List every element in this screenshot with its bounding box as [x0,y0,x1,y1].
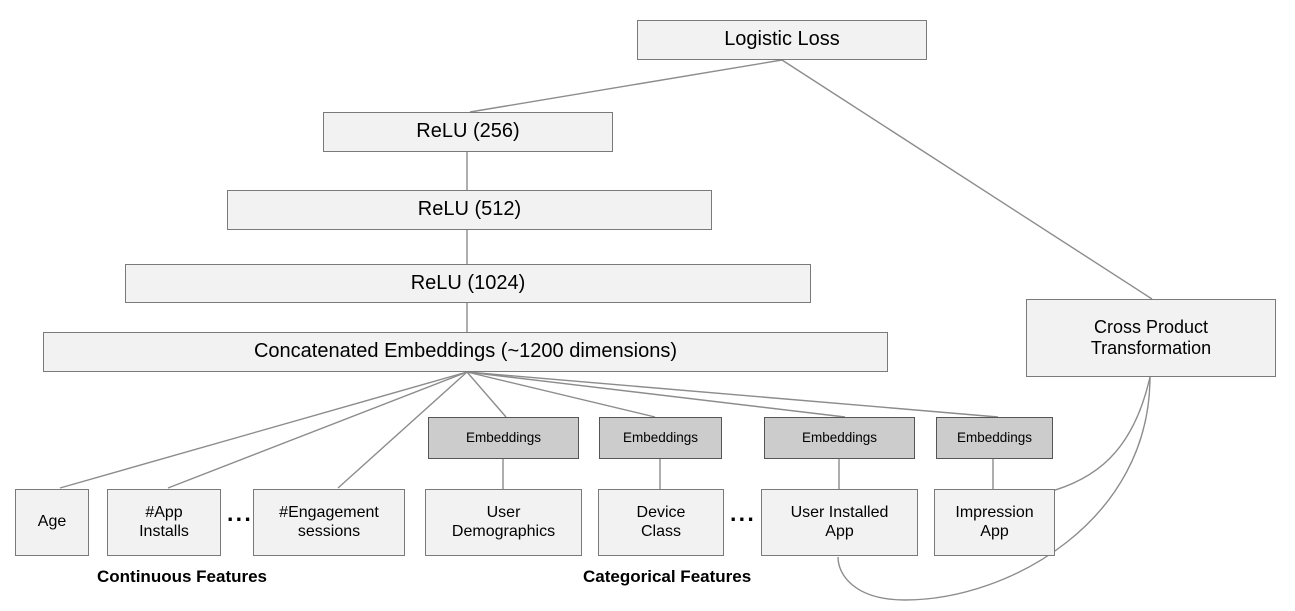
node-embeddings-user-installed-app[interactable]: Embeddings [764,417,915,459]
node-feature-device-class[interactable]: Device Class [598,489,724,556]
embeddings-label: Embeddings [801,430,878,446]
node-concatenated-embeddings[interactable]: Concatenated Embeddings (~1200 dimension… [43,332,888,372]
node-logistic-loss[interactable]: Logistic Loss [637,20,927,60]
node-feature-user-demographics[interactable]: User Demographics [425,489,582,556]
node-concatenated-embeddings-label: Concatenated Embeddings (~1200 dimension… [253,340,678,363]
feature-impression-app-line2: App [980,522,1009,540]
feature-device-class-line1: Device [636,503,686,521]
node-relu-256-label: ReLU (256) [416,120,520,143]
feature-impression-app-line1: Impression [955,503,1034,521]
continuous-features-ellipsis: ··· [227,506,253,532]
feature-user-demographics-line2: Demographics [451,522,556,540]
node-embeddings-impression-app[interactable]: Embeddings [936,417,1053,459]
node-cross-product-line2: Transformation [1090,338,1212,358]
node-relu-1024[interactable]: ReLU (1024) [125,264,811,303]
node-relu-512[interactable]: ReLU (512) [227,190,712,230]
embeddings-label: Embeddings [465,430,542,446]
edge-loss-to-cross-product [781,59,1153,300]
node-feature-age[interactable]: Age [15,489,89,556]
feature-app-installs-line1: #App [145,503,183,521]
label-continuous-features: Continuous Features [97,567,268,586]
feature-device-class-line2: Class [640,522,681,540]
feature-age-label: Age [37,513,67,531]
feature-engagement-sessions-line2: sessions [297,522,361,540]
node-embeddings-user-demographics[interactable]: Embeddings [428,417,579,459]
edge-concat-to-age [59,371,468,489]
label-categorical-features: Categorical Features [583,567,752,586]
node-relu-256[interactable]: ReLU (256) [323,112,613,152]
edge-concat-to-emb-impression-app [466,371,999,418]
edge-loss-to-relu256 [469,59,783,113]
node-relu-1024-label: ReLU (1024) [410,271,526,294]
embeddings-label: Embeddings [956,430,1033,446]
node-feature-user-installed-app[interactable]: User Installed App [761,489,918,556]
edge-concat-to-emb-user-installed-app [466,371,846,418]
feature-user-demographics-line1: User [486,503,521,521]
node-feature-engagement-sessions[interactable]: #Engagement sessions [253,489,405,556]
edge-concat-to-emb-user-demographics [466,371,507,418]
node-cross-product-line1: Cross Product [1093,316,1209,337]
node-relu-512-label: ReLU (512) [417,198,522,221]
node-feature-app-installs[interactable]: #App Installs [107,489,221,556]
node-logistic-loss-label: Logistic Loss [724,28,840,51]
feature-user-installed-app-line2: App [825,522,854,540]
node-embeddings-device-class[interactable]: Embeddings [599,417,722,459]
feature-user-installed-app-line1: User Installed [790,503,889,521]
edge-concat-to-emb-device-class [466,371,656,418]
node-cross-product-transformation[interactable]: Cross Product Transformation [1026,299,1276,377]
feature-engagement-sessions-line1: #Engagement [279,503,379,521]
categorical-features-ellipsis: ··· [730,506,756,532]
feature-app-installs-line2: Installs [139,522,189,540]
node-feature-impression-app[interactable]: Impression App [934,489,1055,556]
edge-concat-to-app-installs [167,371,468,489]
embeddings-label: Embeddings [622,430,699,446]
edge-cross-product-to-impression-app [1044,376,1151,494]
